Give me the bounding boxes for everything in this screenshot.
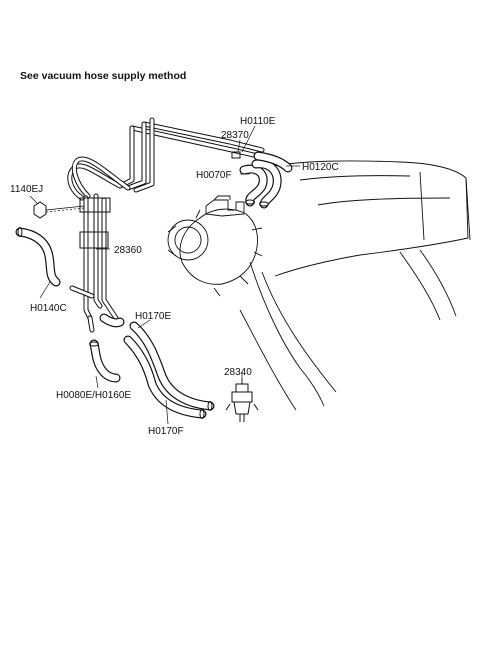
hose-h0120c	[253, 151, 293, 173]
header-note: See vacuum hose supply method	[20, 70, 186, 82]
label-1140ej: 1140EJ	[10, 184, 43, 195]
hose-h0140c	[15, 227, 61, 287]
label-28360: 28360	[114, 245, 142, 256]
hose-h0170e-h0170f	[123, 321, 215, 419]
label-28340: 28340	[224, 367, 252, 378]
valve-28340	[225, 378, 259, 422]
label-h0170e: H0170E	[135, 311, 171, 322]
leader-lines	[29, 125, 300, 425]
hose-h0080e-h0160e	[89, 339, 121, 383]
engine-outline	[167, 160, 471, 411]
joint-28370	[231, 151, 241, 159]
label-h0120c: H0120C	[302, 162, 339, 173]
label-h0110e: H0110E	[240, 116, 276, 127]
vacuum-pipe-assembly	[67, 117, 265, 333]
hose-short-lower	[99, 313, 125, 328]
bolt-1140ej	[33, 201, 85, 219]
label-h0070f: H0070F	[196, 170, 232, 181]
label-h0080e-h0160e: H0080E/H0160E	[56, 390, 131, 401]
label-h0170f: H0170F	[148, 426, 184, 437]
label-28370: 28370	[221, 130, 249, 141]
label-h0140c: H0140C	[30, 303, 67, 314]
hose-h0070f	[239, 159, 282, 209]
